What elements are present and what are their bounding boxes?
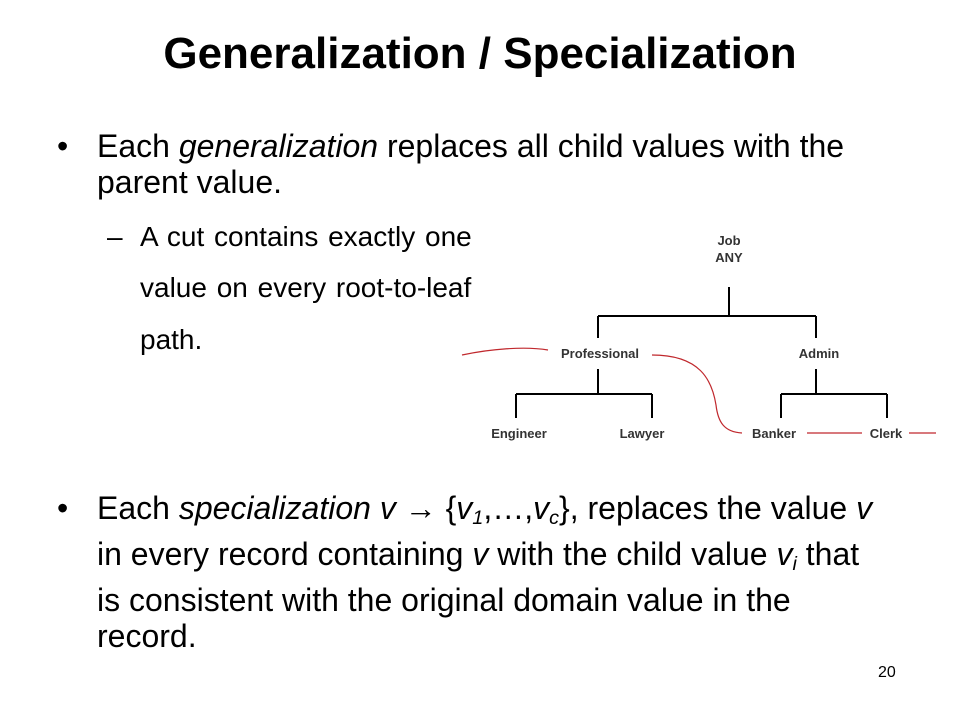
subbullet-line-1: –A cut contains exactly one [107,221,472,252]
node-admin: Admin [799,346,840,361]
subbullet-marker: – [107,221,123,252]
bullet-marker: • [57,490,69,526]
node-any: ANY [715,250,743,265]
node-professional: Professional [561,346,639,361]
node-clerk: Clerk [870,426,903,441]
node-job: Job [717,233,740,248]
bullet-generalization: •Each generalization replaces all child … [57,128,845,200]
arrow-icon: → [404,490,437,526]
node-lawyer: Lawyer [620,426,665,441]
node-engineer: Engineer [491,426,547,441]
bullet-marker: • [57,128,69,164]
page-number: 20 [878,664,896,681]
subbullet-line-3: path. [140,324,203,355]
cut-line [461,347,936,434]
bullet-specialization: •Each specialization v → {v1,…,vc}, repl… [57,490,873,654]
tree-connectors [515,287,888,418]
term-generalization: generalization [178,128,379,164]
slide-title: Generalization / Specialization [163,29,797,78]
node-banker: Banker [752,426,796,441]
subbullet-line-2: value on every root-to-leaf [140,272,472,303]
term-specialization: specialization v [178,490,396,526]
